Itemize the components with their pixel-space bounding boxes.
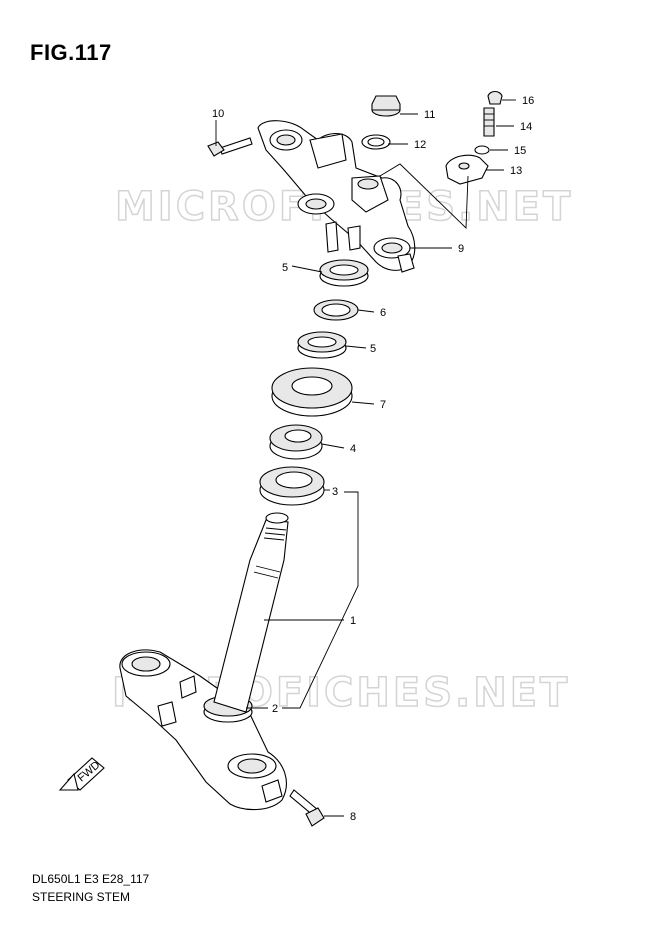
nut-5-upper — [319, 259, 369, 287]
holder-13 — [445, 154, 489, 185]
upper-bracket — [257, 120, 416, 273]
callout-12: 12 — [414, 139, 426, 151]
callout-8: 8 — [350, 811, 356, 823]
callout-14: 14 — [520, 121, 532, 133]
bearing-3 — [259, 466, 325, 506]
leader-lines — [215, 99, 516, 817]
callout-5-lower: 5 — [370, 343, 376, 355]
seal-7 — [271, 367, 353, 417]
cap-11 — [371, 95, 401, 117]
callout-13: 13 — [510, 165, 522, 177]
callout-10: 10 — [212, 108, 224, 120]
callout-6: 6 — [380, 307, 386, 319]
footer-code: DL650L1 E3 E28_117 — [32, 872, 150, 886]
bearing-4 — [269, 424, 323, 460]
callout-4: 4 — [350, 443, 356, 455]
callout-16: 16 — [522, 95, 534, 107]
callout-1: 1 — [350, 615, 356, 627]
callout-11: 11 — [424, 109, 435, 121]
cap-16 — [487, 90, 503, 105]
footer-caption: STEERING STEM — [32, 890, 131, 904]
washer-6 — [313, 299, 359, 321]
callout-9: 9 — [458, 243, 464, 255]
nut-5-lower — [297, 331, 347, 359]
callout-3: 3 — [332, 486, 338, 498]
callout-5-upper: 5 — [282, 262, 288, 274]
callout-7: 7 — [380, 399, 386, 411]
bolt-10 — [207, 137, 253, 157]
fwd-arrow: FWD — [58, 757, 105, 791]
figure-title: FIG.117 — [30, 40, 112, 65]
callout-15: 15 — [514, 145, 526, 157]
washer-15 — [474, 145, 490, 155]
bolt-14 — [483, 107, 495, 137]
lower-bracket — [119, 649, 287, 811]
stem-1 — [213, 512, 289, 713]
bolt-8 — [289, 789, 325, 827]
callout-2: 2 — [272, 703, 278, 715]
